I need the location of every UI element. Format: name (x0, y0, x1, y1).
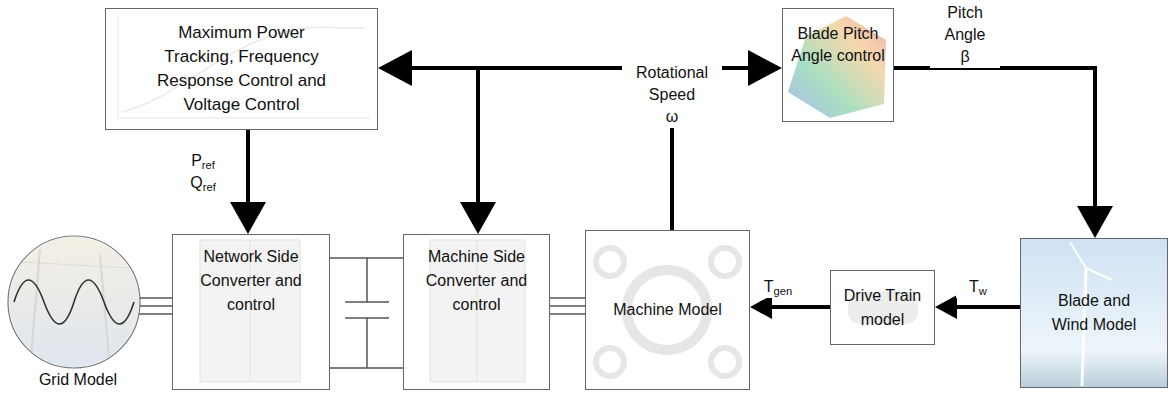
sky (1021, 239, 1167, 387)
gear (711, 348, 739, 376)
arrow-head (935, 295, 957, 319)
node-label: Network Side Converter and control (186, 245, 316, 317)
arrow-head (1077, 206, 1113, 238)
connector-line (550, 298, 585, 314)
node-label: Machine Model (593, 298, 743, 322)
signal-arrow (935, 295, 1020, 319)
node-label: Grid Model (10, 368, 146, 392)
signal-arrow (230, 130, 266, 234)
arrow-head (378, 50, 412, 86)
node-label: Blade Pitch Angle control (786, 23, 890, 67)
signal-label: Tw (956, 276, 1000, 298)
circle-border (8, 236, 140, 368)
process-box: Maximum Power Tracking, Frequency Respon… (105, 8, 378, 130)
gear (596, 248, 624, 276)
arrow-head (230, 202, 266, 234)
signal-label: Pitch Angle β (930, 2, 1000, 68)
chart-icon (118, 16, 370, 118)
connector-line (330, 258, 403, 368)
node-label: Blade and Wind Model (1038, 289, 1150, 337)
process-box: Network Side Converter and control (172, 234, 330, 390)
pylon (30, 250, 40, 368)
circle-outline (6, 234, 142, 370)
capacitor-plate (345, 301, 389, 303)
arrow-head (460, 202, 496, 234)
grid-ground (8, 236, 142, 368)
blade (1070, 242, 1086, 268)
sine-wave (14, 280, 134, 324)
chart-axis (118, 16, 119, 118)
power-line (550, 298, 585, 314)
process-box: Machine Model (585, 230, 750, 390)
capacitor-symbol (345, 258, 389, 368)
connector-line (772, 305, 830, 309)
arrow-head (748, 50, 782, 86)
node-label: Maximum Power Tracking, Frequency Respon… (151, 21, 333, 117)
node-label: Drive Train model (835, 284, 930, 332)
signal-label: Pref Qref (178, 150, 228, 194)
power-line (139, 298, 172, 314)
power-line (330, 258, 403, 368)
blade (1086, 268, 1112, 280)
connector-line (246, 130, 250, 202)
node-label: Machine Side Converter and control (414, 245, 539, 317)
connector-line (894, 68, 1095, 206)
signal-arrow (894, 68, 1113, 238)
process-box: Blade and Wind Model (1020, 238, 1168, 388)
wind-picture (1021, 239, 1167, 387)
arrow-head (750, 295, 772, 319)
capacitor-lead (366, 258, 368, 302)
gear (596, 348, 624, 376)
cable (20, 262, 130, 268)
signal-arrow (750, 295, 830, 319)
chart-axis (118, 118, 370, 119)
process-box: Machine Side Converter and control (403, 234, 550, 390)
grid-picture (8, 236, 142, 368)
capacitor-lead (366, 318, 368, 368)
process-box: Blade Pitch Angle control (782, 8, 894, 122)
gear (711, 248, 739, 276)
connector-line (957, 305, 1020, 309)
signal-label: Tgen (756, 276, 800, 298)
signal-label: Rotational Speed ω (622, 62, 722, 128)
grid-circle: Grid Model (6, 234, 150, 392)
connector-line (139, 298, 172, 314)
process-box: Drive Train model (830, 270, 935, 345)
